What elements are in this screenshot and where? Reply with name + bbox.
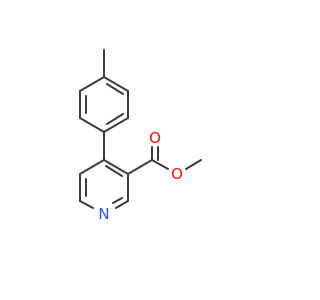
bond-ring2-inner-1 (105, 165, 123, 177)
bond-ring2-d (79, 200, 94, 209)
bond-ring2-inner-3 (112, 197, 123, 204)
atoms: O O N (98, 129, 183, 223)
bond-ring1-inner-2 (106, 113, 124, 125)
atom-oxygen-ester: O (171, 165, 183, 183)
atom-oxygen-carbonyl: O (149, 129, 161, 147)
structure-canvas: O O N (79, 49, 202, 223)
bond-o-methyl (185, 159, 202, 170)
bond-ring1-d (79, 117, 105, 133)
bond-ring1-c (103, 117, 129, 133)
molecule-diagram: O O N (79, 49, 202, 223)
bond-ring2-c (115, 200, 129, 209)
bond-ester-o (151, 159, 169, 170)
bonds (79, 49, 202, 209)
bond-ring-carbonyl (127, 159, 153, 175)
bond-ring1-f (79, 76, 105, 92)
atom-nitrogen-ring: N (98, 205, 109, 223)
bond-ring1-a (103, 76, 129, 92)
bond-ring2-f (79, 159, 105, 175)
bond-ring1-inner-1 (106, 83, 124, 95)
bond-ring2-a (103, 159, 129, 175)
